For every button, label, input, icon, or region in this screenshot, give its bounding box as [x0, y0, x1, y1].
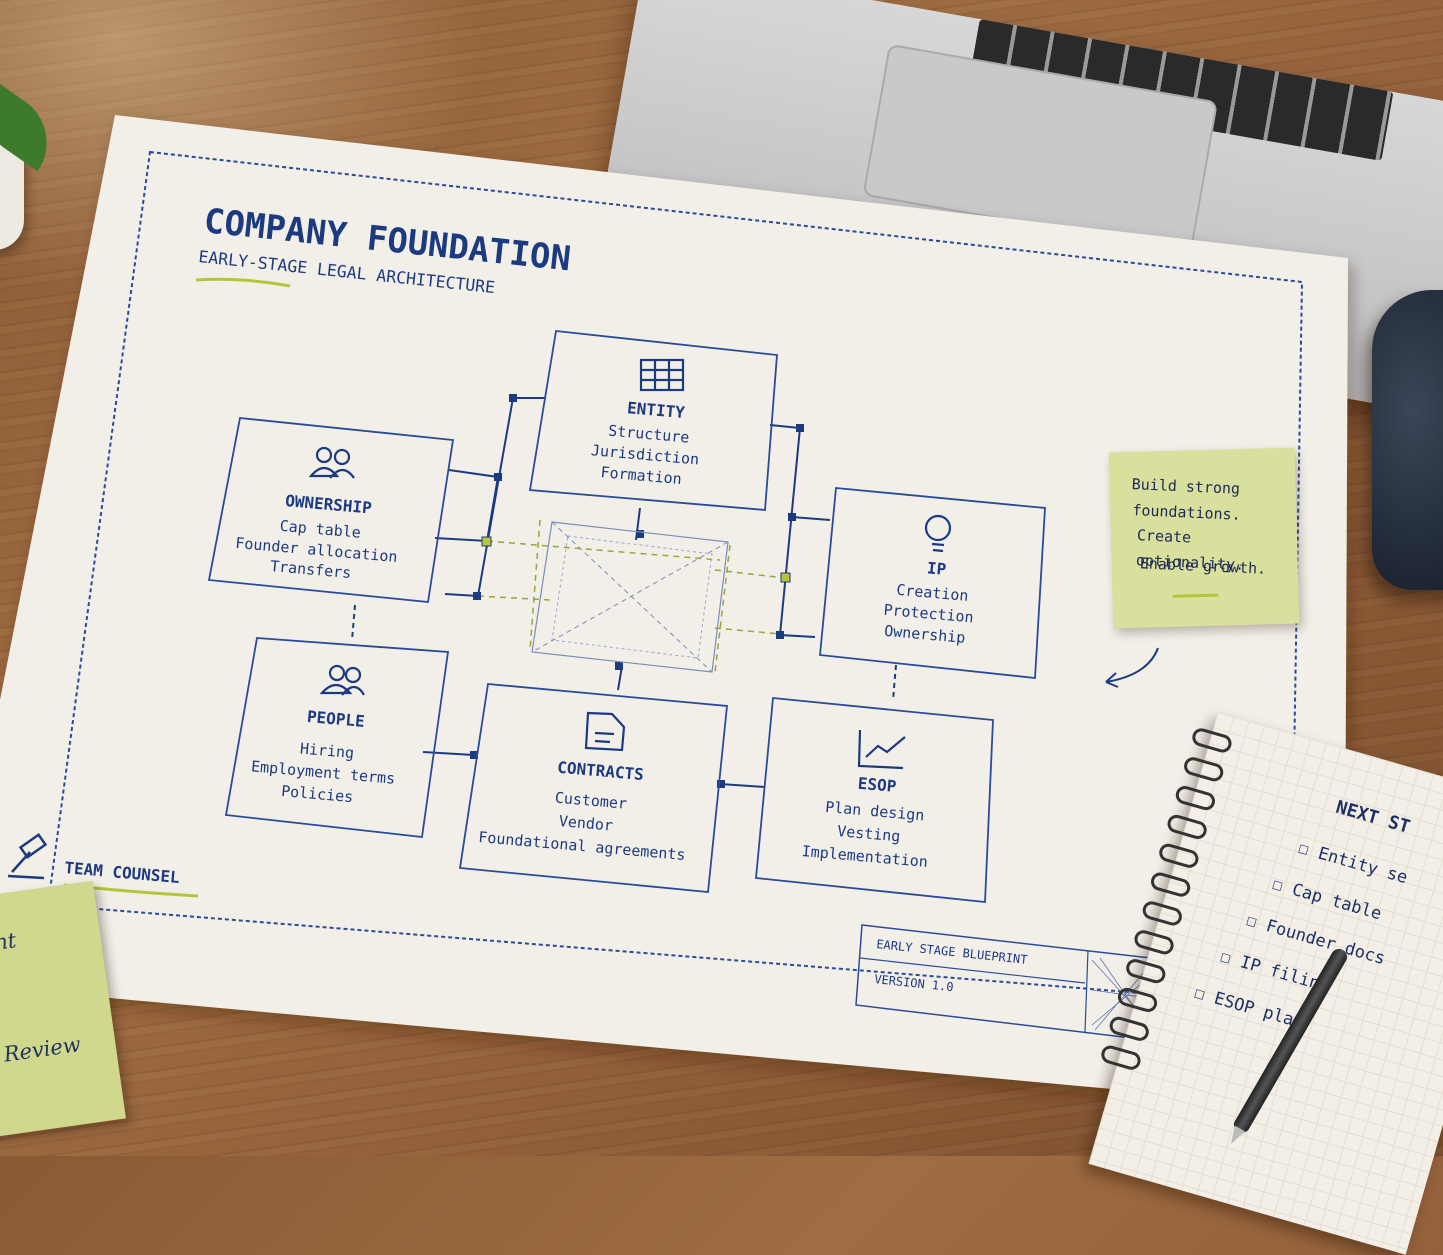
notebook-item-3-label: Founder docs	[1263, 916, 1388, 970]
notebook: NEXT ST ☐ Entity se ☐ Cap table ☐ Founde…	[1088, 712, 1443, 1255]
contracts-item-3: Foundational agreements	[478, 828, 686, 864]
notebook-ring	[1124, 956, 1168, 986]
ip-item-1: Creation	[896, 581, 970, 605]
notebook-ring	[1157, 841, 1201, 870]
sheet-subtitle: EARLY-STAGE LEGAL ARCHITECTURE	[198, 247, 496, 297]
notebook-ring	[1148, 870, 1193, 899]
notebook-ring	[1107, 1014, 1151, 1043]
ip-item-3: Ownership	[884, 622, 967, 647]
entity-item-2: Jurisdiction	[590, 441, 700, 468]
notebook-item-2-label: Cap table	[1289, 879, 1384, 925]
document-icon	[584, 711, 626, 752]
people-icon	[308, 446, 355, 479]
contracts-title: CONTRACTS	[557, 758, 645, 784]
ip-item-2: Protection	[883, 601, 975, 627]
plant-leaf	[0, 78, 67, 172]
guide-nodes	[481, 536, 791, 583]
sheet-title: COMPANY FOUNDATION	[202, 201, 573, 279]
sticky-line-1: Build strong	[1131, 475, 1241, 498]
plant-pot	[0, 78, 67, 250]
people-item-1: Hiring	[299, 739, 355, 762]
notebook-ring	[1181, 755, 1226, 784]
entity-title: ENTITY	[626, 398, 686, 422]
laptop	[591, 0, 1443, 422]
left-note-line-2: Review	[2, 1032, 83, 1067]
ownership-item-2: Founder allocation	[235, 534, 399, 566]
contracts-item-2: Vendor	[558, 812, 614, 835]
gavel-icon	[7, 833, 48, 880]
notebook-item-1-label: Entity se	[1315, 843, 1410, 889]
notebook-ring	[1115, 985, 1160, 1015]
notebook-ring	[1165, 812, 1209, 842]
left-note-line-1: nt	[0, 928, 18, 955]
box-outlines	[207, 330, 1046, 903]
sticky-underline	[1172, 593, 1219, 598]
notebook-heading: NEXT ST	[1333, 796, 1413, 838]
esop-item-1: Plan design	[825, 798, 926, 825]
notebook-item-2: ☐ Cap table	[1270, 874, 1384, 925]
contracts-item-1: Customer	[554, 789, 628, 813]
lightbulb-icon	[924, 514, 952, 553]
people-icon-2	[319, 664, 365, 696]
guide-lines	[477, 519, 786, 673]
left-sticky-pad: nt Review	[0, 880, 126, 1140]
esop-title: ESOP	[857, 774, 897, 796]
notebook-ring	[1132, 928, 1176, 957]
sticky-note: Build strong foundations. Create optiona…	[1108, 447, 1300, 629]
notebook-item-1: ☐ Entity se	[1296, 837, 1410, 889]
title-block-line2: VERSION 1.0	[874, 972, 955, 994]
people-item-2: Employment terms	[250, 757, 396, 788]
title-block-line1: EARLY STAGE BLUEPRINT	[876, 937, 1028, 967]
esop-item-2: Vesting	[837, 822, 902, 845]
notebook-ring	[1173, 783, 1218, 813]
ip-title: IP	[926, 558, 947, 579]
ownership-item-3: Transfers	[269, 557, 352, 582]
ownership-item-1: Cap table	[279, 517, 362, 542]
notebook-ring	[1099, 1043, 1143, 1072]
subtitle-underline	[195, 277, 291, 288]
notebook-ring	[1190, 726, 1234, 755]
coffee-mug	[1372, 290, 1443, 590]
center-placeholder	[531, 521, 729, 673]
chart-icon	[857, 729, 906, 770]
notebook-ring	[1140, 899, 1185, 928]
entity-item-1: Structure	[608, 422, 691, 447]
sticky-line-4: Enable growth.	[1139, 554, 1267, 578]
connector-lines	[351, 397, 897, 788]
grid-icon	[639, 358, 685, 392]
team-counsel-logo: TEAM COUNSEL	[7, 833, 199, 898]
people-item-3: Policies	[280, 782, 354, 806]
ownership-title: OWNERSHIP	[284, 491, 372, 517]
arrow-icon	[1105, 647, 1159, 688]
connector-nodes	[470, 394, 804, 788]
esop-item-3: Implementation	[801, 842, 929, 871]
entity-item-3: Formation	[600, 463, 683, 488]
people-title: PEOPLE	[306, 707, 365, 731]
